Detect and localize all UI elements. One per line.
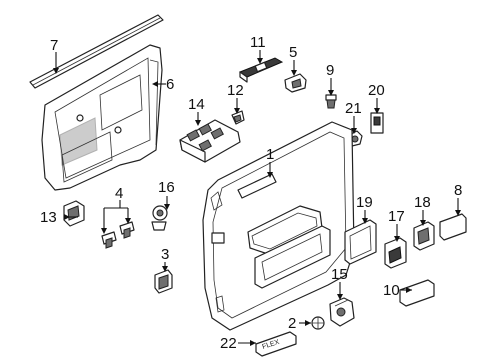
callout-12: 12	[227, 82, 244, 99]
callout-4: 4	[115, 185, 123, 202]
callout-16: 16	[158, 179, 175, 196]
callout-19: 19	[356, 194, 373, 211]
callout-labels: 7 6 11 5 9 12 14 1 21 20 4 13 16 3 19 17…	[40, 34, 462, 352]
part-cover-10	[399, 279, 435, 307]
part-connector-16	[151, 205, 168, 231]
callout-13: 13	[40, 209, 57, 226]
part-switch-18	[413, 221, 435, 251]
part-door-trim-panel	[202, 121, 355, 331]
callout-20: 20	[368, 82, 385, 99]
part-inner-panel	[41, 44, 163, 191]
callout-3: 3	[161, 246, 169, 263]
callout-18: 18	[414, 194, 431, 211]
callout-1: 1	[266, 146, 274, 163]
callout-6: 6	[166, 76, 174, 93]
callout-14: 14	[188, 96, 205, 113]
part-clip-3	[154, 269, 173, 294]
callout-8: 8	[454, 182, 462, 199]
part-window-switch	[179, 119, 241, 163]
part-speaker-grille	[344, 219, 377, 265]
callout-17: 17	[388, 208, 405, 225]
part-switch-bezel	[238, 57, 284, 83]
callout-11: 11	[250, 34, 266, 51]
part-switch-17	[384, 237, 407, 269]
part-fasteners-4	[101, 221, 135, 249]
callout-9: 9	[326, 62, 334, 79]
callout-22: 22	[220, 335, 237, 352]
part-screw-2	[311, 316, 325, 330]
callout-21: 21	[345, 100, 362, 117]
part-switch-20	[370, 112, 384, 134]
part-badge: FLEX	[255, 331, 297, 357]
part-pin-9	[325, 94, 337, 109]
callout-2: 2	[288, 315, 296, 332]
part-weatherstrip	[29, 14, 164, 89]
callout-7: 7	[50, 37, 58, 54]
leader-arrows	[53, 58, 461, 346]
part-clip-13	[63, 200, 85, 227]
part-lock-actuator	[329, 297, 355, 327]
callout-15: 15	[331, 266, 348, 283]
callout-5: 5	[289, 44, 297, 61]
callout-10: 10	[383, 282, 400, 299]
part-clip-12	[231, 110, 245, 125]
part-cover-8	[439, 213, 467, 241]
part-clip-5	[284, 73, 307, 93]
